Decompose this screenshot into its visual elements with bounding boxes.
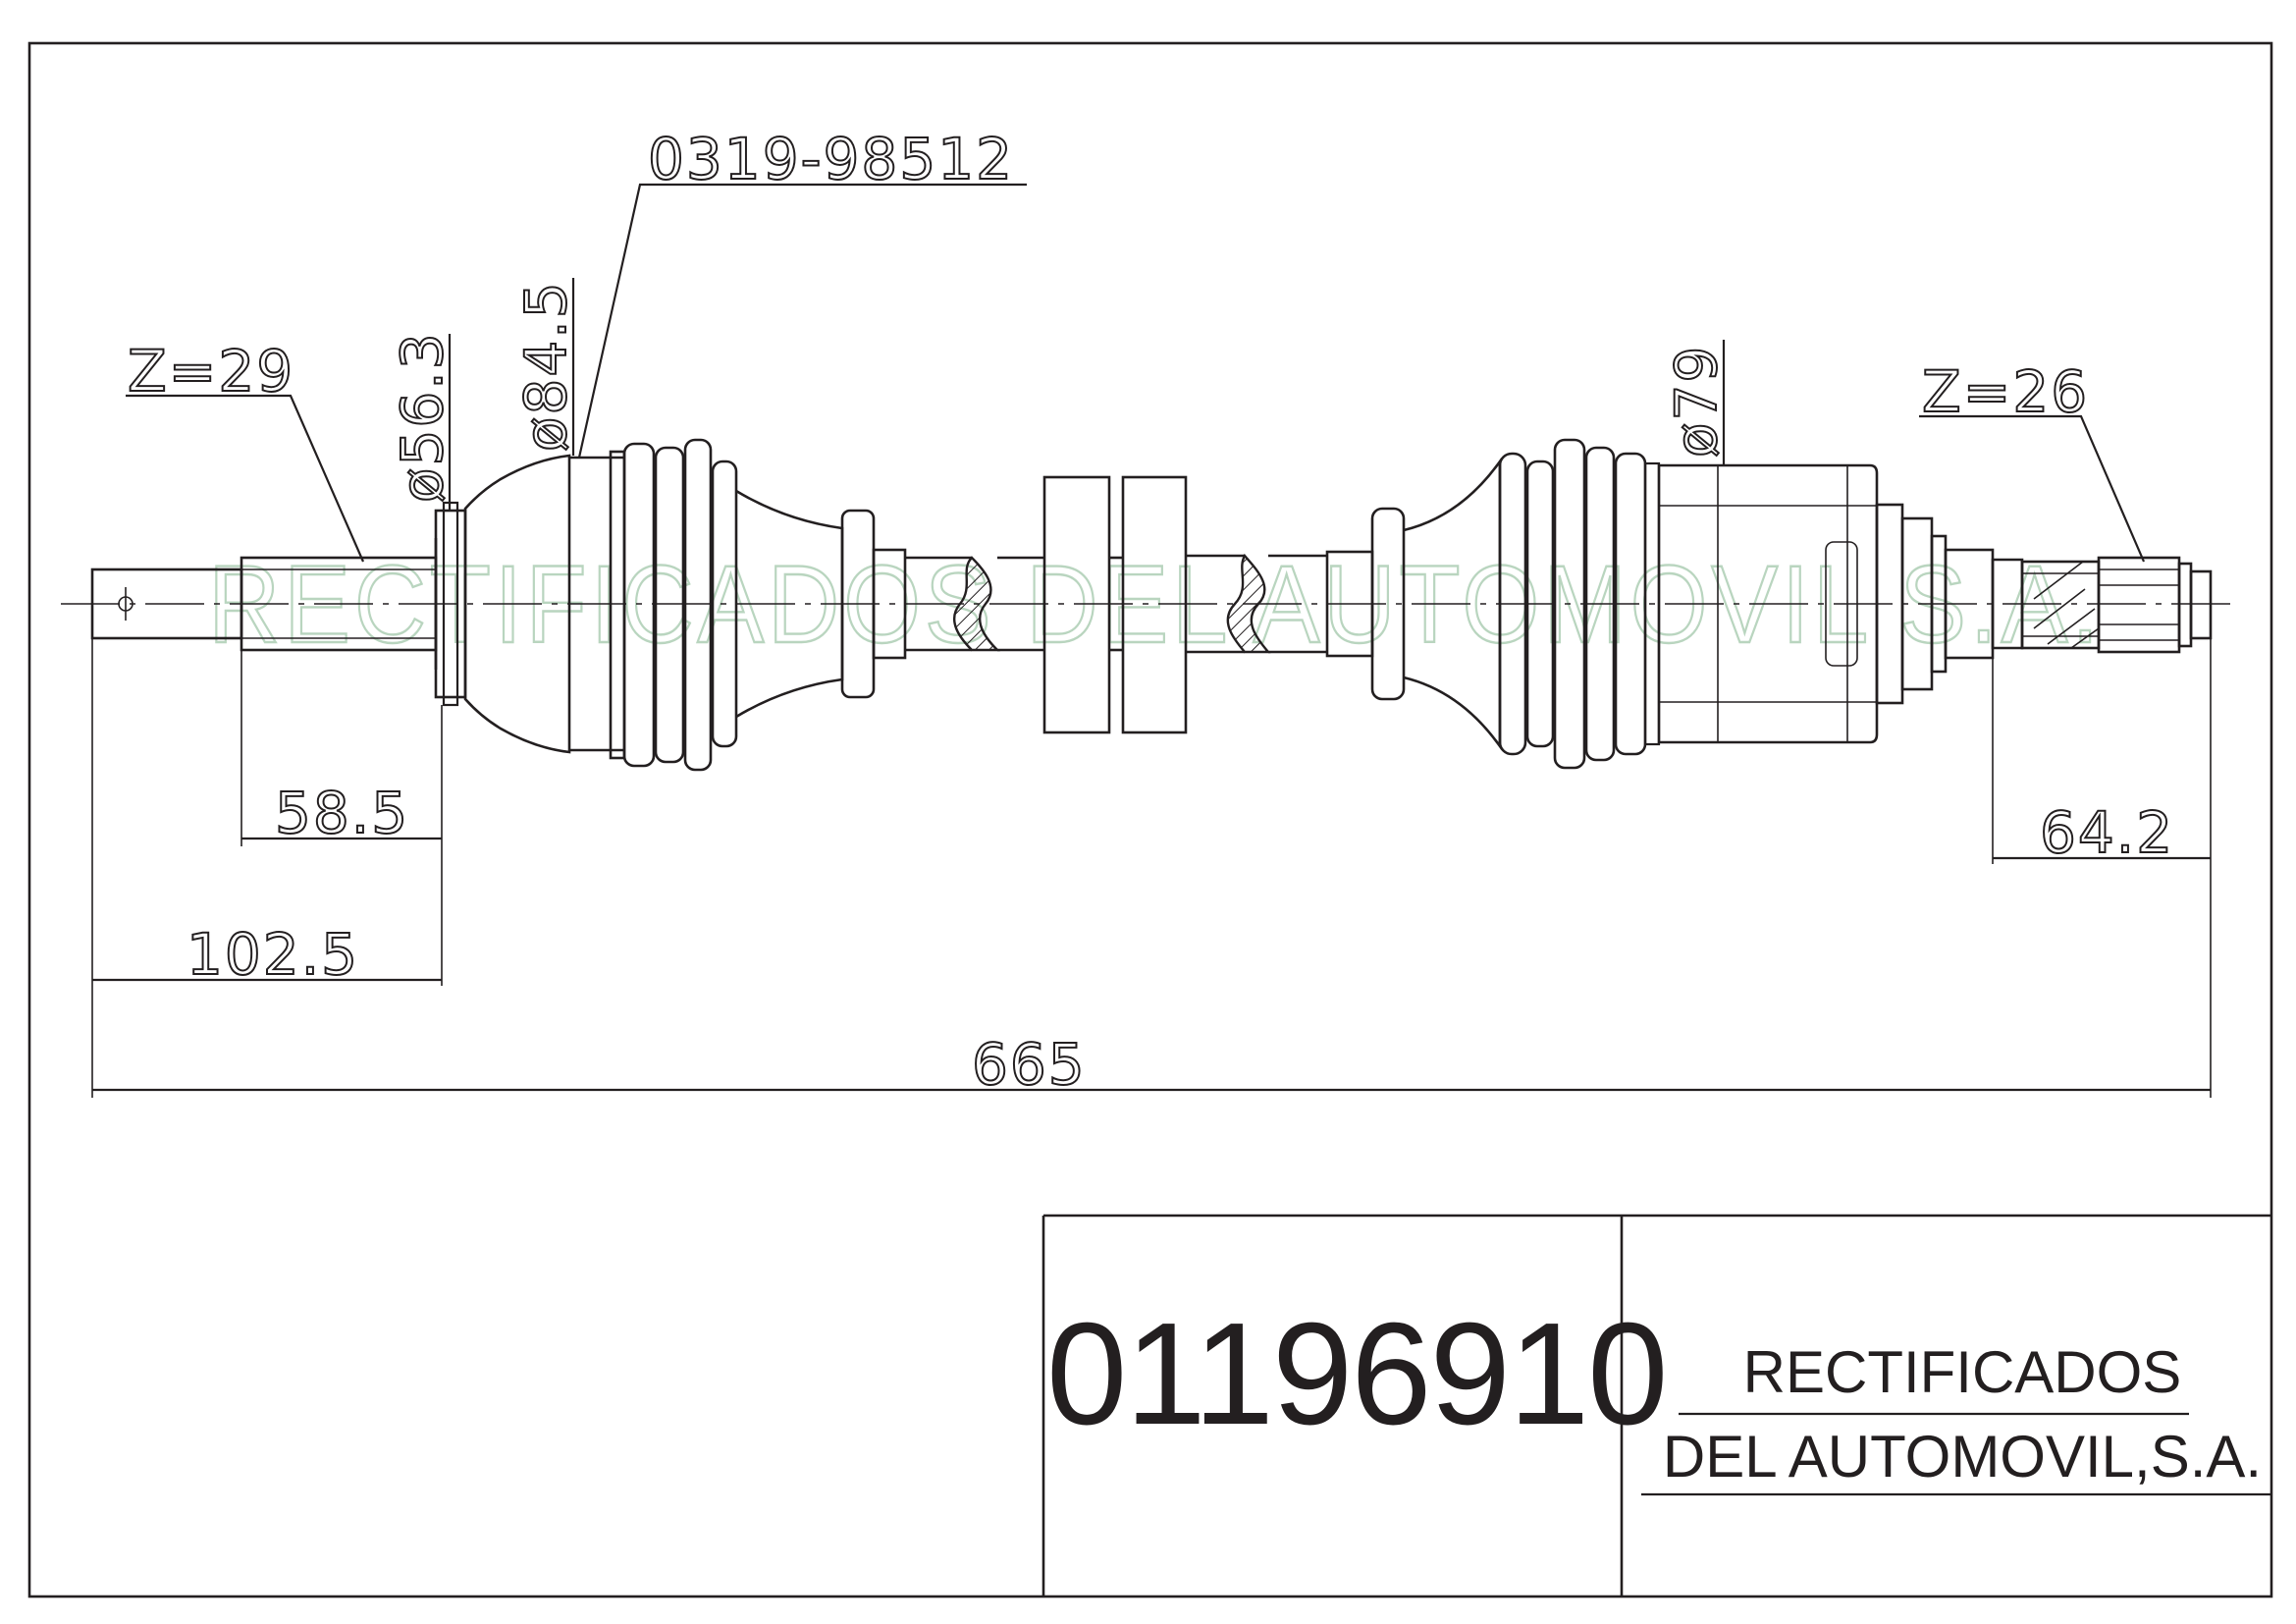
right-stub-shaft	[1991, 556, 2213, 654]
right-spline-teeth-label: Z=26	[1922, 358, 2089, 425]
overall-length-label: 665	[972, 1031, 1087, 1098]
left-stub-length-label: 102.5	[187, 921, 359, 988]
sheet-border	[27, 41, 2273, 1598]
company-name-line1: RECTIFICADOS	[1742, 1339, 2182, 1405]
left-boot-diameter-label: ø84.5	[512, 280, 579, 452]
part-number: 01196910	[1046, 1293, 1669, 1455]
left-cv-joint	[463, 438, 1000, 772]
center-damper	[997, 475, 1327, 734]
part-reference-label: 0319-98512	[648, 126, 1014, 192]
company-name-line2: DEL AUTOMOVIL,S.A.	[1662, 1424, 2263, 1489]
right-spline-length-label: 64.2	[2040, 799, 2174, 866]
left-spline-length-label: 58.5	[275, 780, 409, 846]
right-cv-joint	[1325, 438, 1995, 770]
left-seat-diameter-label: ø56.3	[389, 331, 455, 503]
left-spline-teeth-label: Z=29	[128, 338, 294, 405]
right-boot-diameter-label: ø79	[1663, 345, 1730, 458]
title-block	[1041, 1214, 2271, 1597]
dimension-annotations: Z=29 0319-98512 ø56.3 ø84.5 ø79 Z=26 58.…	[91, 125, 2212, 1099]
